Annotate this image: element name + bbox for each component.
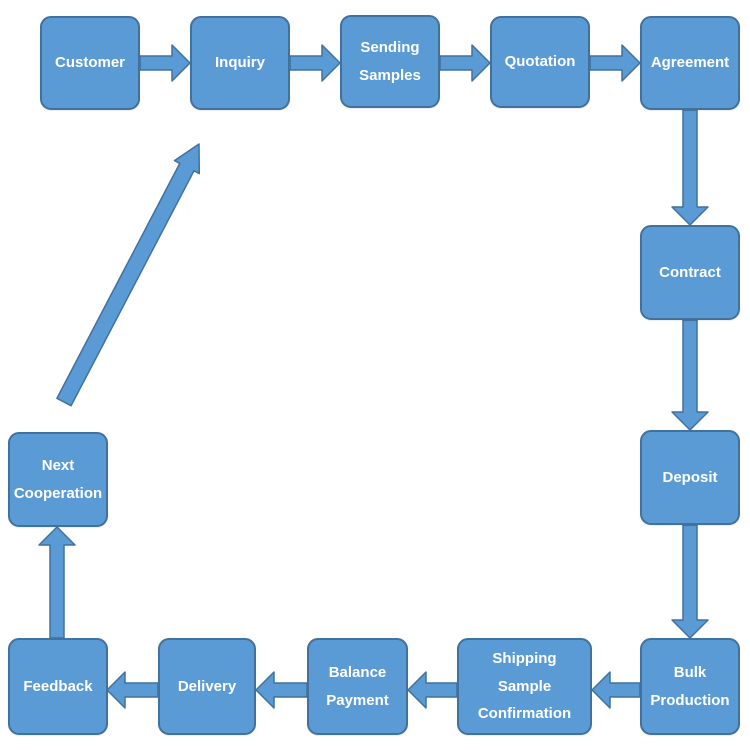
node-agreement: Agreement (640, 16, 740, 110)
node-agreement-label: Agreement (650, 54, 730, 72)
arrow-shipping-sample-to-balance-payment-icon (407, 671, 458, 709)
arrow-delivery-to-feedback-icon (106, 671, 159, 709)
node-feedback: Feedback (8, 638, 108, 735)
arrow-inquiry-to-sending-samples-icon (289, 44, 341, 82)
node-bulk-production: Bulk Production (640, 638, 740, 735)
node-next-cooperation-label: Next Cooperation (13, 456, 103, 502)
arrow-bulk-production-to-shipping-sample-icon (591, 671, 641, 709)
arrow-feedback-to-next-cooperation-icon (38, 526, 76, 639)
node-quotation: Quotation (490, 16, 590, 108)
arrow-customer-to-inquiry-icon (139, 44, 191, 82)
node-inquiry: Inquiry (190, 16, 290, 110)
arrow-sending-samples-to-quotation-icon (439, 44, 491, 82)
node-inquiry-label: Inquiry (214, 54, 265, 72)
node-next-cooperation: Next Cooperation (8, 432, 108, 527)
node-balance-payment: Balance Payment (307, 638, 408, 735)
arrow-deposit-to-bulk-production-icon (671, 524, 709, 639)
node-contract: Contract (640, 225, 740, 320)
arrow-balance-payment-to-delivery-icon (255, 671, 308, 709)
node-delivery-label: Delivery (177, 677, 237, 695)
arrow-contract-to-deposit-icon (671, 319, 709, 431)
arrow-next-cooperation-to-inquiry-icon (56, 143, 201, 407)
node-bulk-production-label: Bulk Production (650, 663, 730, 709)
node-contract-label: Contract (659, 263, 721, 281)
node-customer: Customer (40, 16, 140, 110)
node-customer-label: Customer (54, 54, 125, 72)
node-shipping-sample-confirmation-label: Shipping Sample Confirmation (477, 649, 572, 723)
arrow-agreement-to-contract-icon (671, 109, 709, 226)
node-feedback-label: Feedback (23, 677, 93, 695)
node-quotation-label: Quotation (504, 53, 576, 71)
node-shipping-sample-confirmation: Shipping Sample Confirmation (457, 638, 592, 735)
node-sending-samples: Sending Samples (340, 15, 440, 108)
node-delivery: Delivery (158, 638, 256, 735)
node-sending-samples-label: Sending Samples (359, 38, 421, 84)
node-balance-payment-label: Balance Payment (326, 663, 389, 709)
arrow-quotation-to-agreement-icon (589, 44, 641, 82)
node-deposit: Deposit (640, 430, 740, 525)
node-deposit-label: Deposit (662, 468, 718, 486)
